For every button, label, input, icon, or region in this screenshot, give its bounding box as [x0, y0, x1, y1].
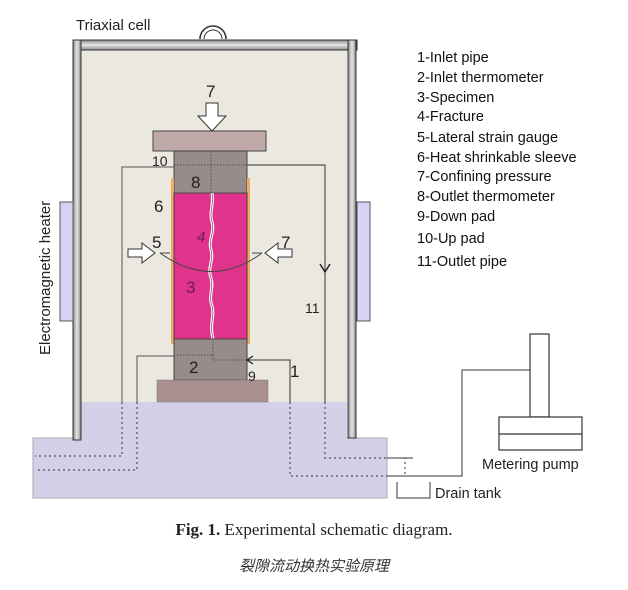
legend-item: 10-Up pad — [417, 231, 485, 247]
callout-3: 3 — [186, 278, 195, 297]
legend-item: 9-Down pad — [417, 209, 495, 225]
metering-pump-label: Metering pump — [482, 457, 579, 473]
lifting-ring-icon — [199, 25, 227, 40]
outlet-pipe — [247, 164, 326, 402]
up-pad — [173, 150, 248, 194]
callout-9: 9 — [248, 368, 256, 384]
callout-6: 6 — [154, 197, 163, 216]
lateral-pressure-arrow-right-icon — [264, 241, 293, 265]
callout-4: 4 — [197, 229, 205, 246]
experimental-schematic: 7 10 8 6 4 5 7 3 11 2 9 1 Triaxial cell … — [32, 17, 583, 502]
bottom-platen — [156, 379, 269, 403]
callout-11: 11 — [305, 300, 320, 316]
callout-2: 2 — [189, 358, 198, 377]
legend-item: 3-Specimen — [417, 90, 494, 106]
axial-pressure-arrow-icon — [196, 102, 228, 132]
legend-item: 4-Fracture — [417, 109, 484, 125]
inlet-pipe — [247, 359, 291, 402]
heater-left — [59, 201, 74, 322]
lateral-pressure-arrow-left-icon — [127, 241, 156, 265]
callout-5: 5 — [152, 233, 161, 252]
fluid-bath — [81, 402, 347, 440]
legend-item: 11-Outlet pipe — [417, 254, 507, 270]
figure-subtitle: 裂隙流动换热实验原理 — [238, 557, 389, 575]
cell-base — [32, 437, 388, 499]
callout-1: 1 — [290, 362, 299, 381]
outlet-thermometer-wire — [121, 166, 174, 402]
figure-caption: Fig. 1. Experimental schematic diagram. — [0, 520, 628, 540]
figure-caption-text: Experimental schematic diagram. — [220, 520, 453, 539]
legend-item: 2-Inlet thermometer — [417, 70, 544, 86]
heat-shrinkable-sleeve-right — [247, 178, 250, 344]
callout-7-top: 7 — [206, 82, 215, 101]
inlet-thermometer-wire — [136, 355, 174, 402]
cell-wall-left — [72, 39, 82, 441]
legend-item: 5-Lateral strain gauge — [417, 130, 558, 146]
triaxial-cell-label: Triaxial cell — [76, 17, 150, 34]
electromagnetic-heater-label: Electromagnetic heater — [37, 201, 54, 355]
outlet-flow-arrow-icon — [319, 263, 331, 274]
figure-number: Fig. 1. — [175, 520, 221, 539]
cell-wall-right — [347, 39, 357, 439]
lateral-strain-gauge — [159, 252, 263, 272]
legend-item: 7-Confining pressure — [417, 169, 552, 185]
legend-item: 6-Heat shrinkable sleeve — [417, 150, 577, 166]
legend: 1-Inlet pipe 2-Inlet thermometer 3-Speci… — [417, 50, 577, 270]
cell-wall-top — [72, 39, 358, 51]
legend-item: 8-Outlet thermometer — [417, 189, 555, 205]
top-platen — [152, 130, 267, 152]
legend-item: 1-Inlet pipe — [417, 50, 489, 66]
metering-pump-cylinder — [529, 333, 550, 418]
heater-right — [356, 201, 371, 322]
inlet-flow-arrow-icon — [245, 355, 254, 365]
callout-10: 10 — [152, 153, 168, 169]
callout-7-side: 7 — [281, 233, 290, 252]
callout-8: 8 — [191, 173, 200, 192]
drain-tank-label: Drain tank — [435, 486, 502, 502]
drain-tank — [396, 482, 431, 499]
